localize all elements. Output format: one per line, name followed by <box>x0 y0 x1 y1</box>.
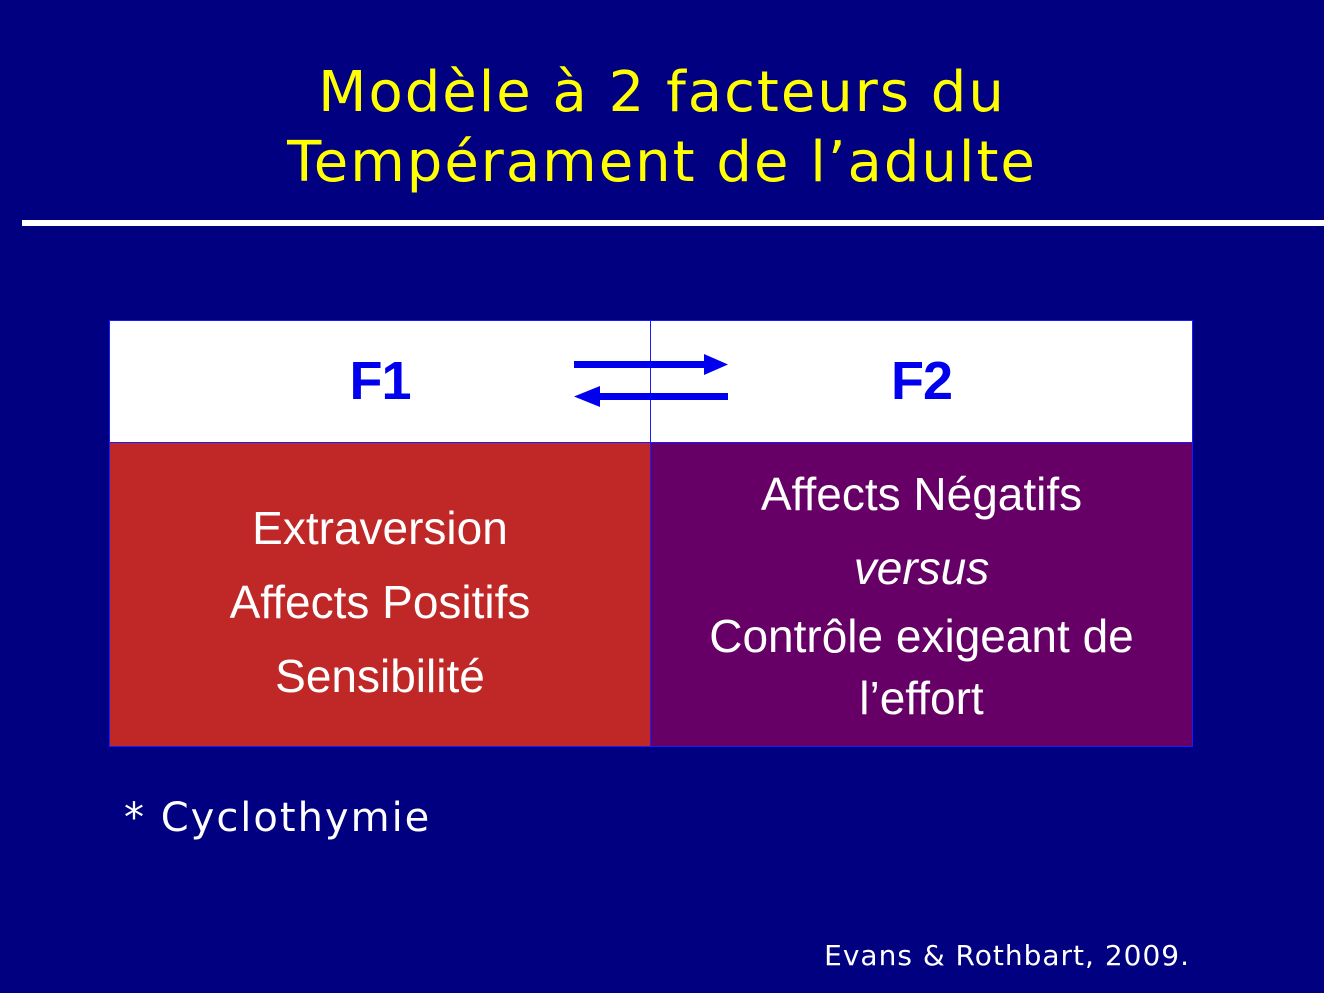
arrow-left-icon <box>574 386 728 407</box>
citation: Evans & Rothbart, 2009. <box>824 939 1190 972</box>
factor-table: F1 F2 Extraversion Affects Positifs Sens… <box>109 320 1193 747</box>
f2-versus: versus <box>853 542 990 594</box>
f1-trait-positive-affect: Affects Positifs <box>229 576 531 628</box>
f2-trait-effortful-control-2: l’effort <box>859 672 984 724</box>
slide-title-line1: Modèle à 2 facteurs du <box>318 60 1006 125</box>
f1-trait-sensitivity: Sensibilité <box>275 650 485 702</box>
f2-trait-effortful-control-1: Contrôle exigeant de <box>709 610 1134 662</box>
f1-trait-extraversion: Extraversion <box>252 502 508 554</box>
title-divider <box>22 220 1324 226</box>
slide-title: Modèle à 2 facteurs du Tempérament de l’… <box>0 58 1324 198</box>
f1-header: F1 <box>110 321 651 442</box>
arrow-right-icon <box>574 354 728 375</box>
f2-box: Affects Négatifs versus Contrôle exigean… <box>651 442 1192 746</box>
f1-label: F1 <box>349 351 411 411</box>
f2-header: F2 <box>651 321 1192 442</box>
f1-box: Extraversion Affects Positifs Sensibilit… <box>110 442 651 746</box>
f2-trait-negative-affect: Affects Négatifs <box>760 468 1083 520</box>
bidirectional-arrows <box>574 354 728 407</box>
arrow-asterisk: * <box>740 345 755 380</box>
footnote: * Cyclothymie <box>124 795 432 841</box>
slide-title-line2: Tempérament de l’adulte <box>287 130 1037 195</box>
f2-label: F2 <box>890 351 953 411</box>
